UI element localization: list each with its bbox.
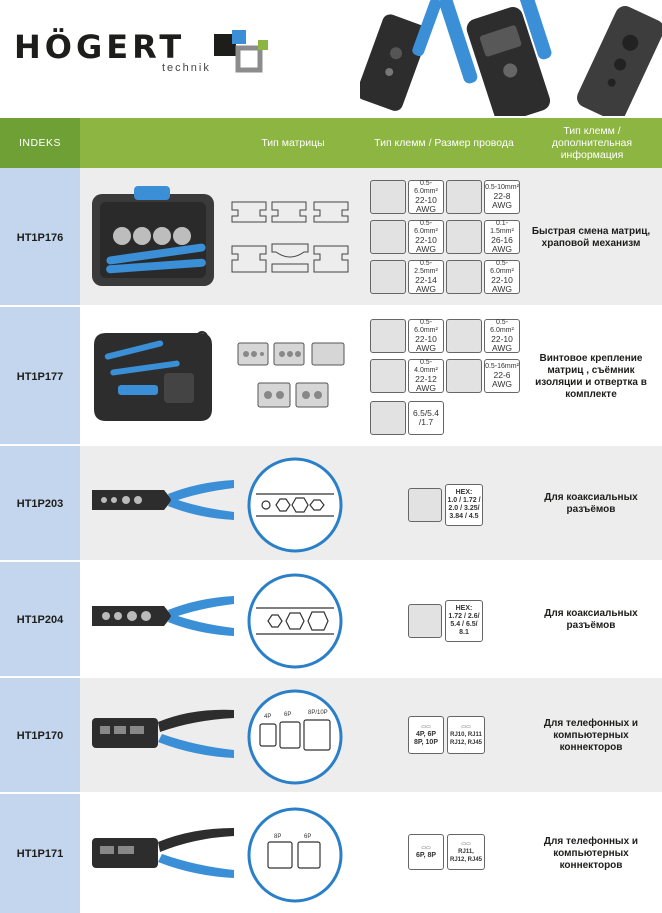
die-set-image	[237, 342, 345, 408]
coax-crimper-image	[92, 480, 234, 520]
coax-die-closeup-image	[247, 573, 343, 669]
hex-spec-box: HEX:1.0 / 1.72 /2.0 / 3.25/3.84 / 4.5	[445, 484, 483, 526]
die-label: 8P	[274, 834, 281, 840]
table-header: INDEKS Тип матрицы Тип клемм / Размер пр…	[0, 118, 662, 168]
hero-crimping-tools-image	[360, 0, 662, 116]
header-die-type: Тип матрицы	[261, 137, 325, 149]
table-row: HT1P203 HEX:1.0 / 1.72 /2.0 / 3.25/3.84 …	[0, 446, 662, 562]
row-divider	[0, 305, 662, 307]
row-divider	[0, 792, 662, 794]
die-label: 4P	[264, 714, 271, 720]
spec-box: 6.5/5.4/1.7	[408, 401, 444, 435]
connector-type-box: ▭▭RJ11,RJ12, RJ45	[447, 834, 485, 870]
modular-crimper-image	[92, 828, 234, 878]
die-label: 6P	[304, 834, 311, 840]
row-index: HT1P177	[0, 307, 80, 446]
coax-crimper-image	[92, 596, 234, 636]
terminal-icon	[370, 319, 406, 353]
terminal-icon	[446, 220, 482, 254]
die-label: 8P/10P	[308, 710, 328, 716]
row-description: Для коаксиальных разъёмов	[544, 608, 638, 631]
page-header: HÖGERT technik	[0, 0, 662, 118]
row-description: Быстрая смена матриц, храповой механизм	[531, 225, 651, 249]
terminal-icon	[446, 319, 482, 353]
header-info: Тип клемм / дополнительная информация	[551, 125, 633, 161]
logo-wordmark: HÖGERT	[14, 28, 186, 66]
coax-connector-icon	[408, 604, 442, 638]
terminal-icon	[370, 260, 406, 294]
row-description: Для телефонных и компьютерных коннекторо…	[543, 835, 639, 871]
coax-die-closeup-image	[247, 457, 343, 553]
crimper-kit-bag-image	[94, 331, 212, 421]
row-index: HT1P171	[0, 794, 80, 913]
row-index: HT1P170	[0, 678, 80, 794]
row-index: HT1P204	[0, 562, 80, 678]
plug-type-box: ▭▭6P, 8P	[408, 834, 444, 870]
terminal-icon	[370, 401, 406, 435]
row-description: Для телефонных и компьютерных коннекторо…	[543, 718, 639, 753]
row-description: Для коаксиальных разъёмов	[544, 492, 638, 515]
terminal-icon	[446, 180, 482, 214]
modular-crimper-image	[92, 709, 234, 758]
modular-die-closeup-image: 8P 6P	[247, 807, 343, 903]
terminal-icon	[370, 359, 406, 393]
header-terminal-type: Тип клемм / Размер провода	[374, 137, 514, 149]
die-label: 6P	[284, 712, 291, 718]
row-divider	[0, 560, 662, 562]
terminal-icon	[370, 220, 406, 254]
row-index: HT1P203	[0, 446, 80, 562]
header-index: INDEKS	[0, 118, 80, 168]
terminal-icon	[446, 359, 482, 393]
coax-connector-icon	[408, 488, 442, 522]
row-divider	[0, 676, 662, 678]
table-row: HT1P171 8P 6P ▭▭6P, 8P ▭▭RJ11,RJ12, RJ45…	[0, 794, 662, 913]
die-set-image	[231, 201, 349, 273]
crimper-set-case-image	[92, 186, 214, 286]
row-divider	[0, 444, 662, 446]
brand-logo: HÖGERT technik	[14, 28, 274, 76]
modular-die-closeup-image: 4P 6P 8P/10P	[247, 689, 343, 785]
logo-square-icon	[214, 30, 268, 73]
terminal-icon	[446, 260, 482, 294]
row-description: Винтовое крепление матриц , съёмник изол…	[535, 352, 647, 400]
row-index: HT1P176	[0, 168, 80, 307]
hex-spec-box: HEX:1.72 / 2.6/5.4 / 6.5/8.1	[445, 600, 483, 642]
terminal-icon	[370, 180, 406, 214]
table-row: HT1P204 HEX:1.72 / 2.6/5.4 / 6.5/8.1 Для…	[0, 562, 662, 678]
logo-tagline: technik	[162, 62, 211, 74]
